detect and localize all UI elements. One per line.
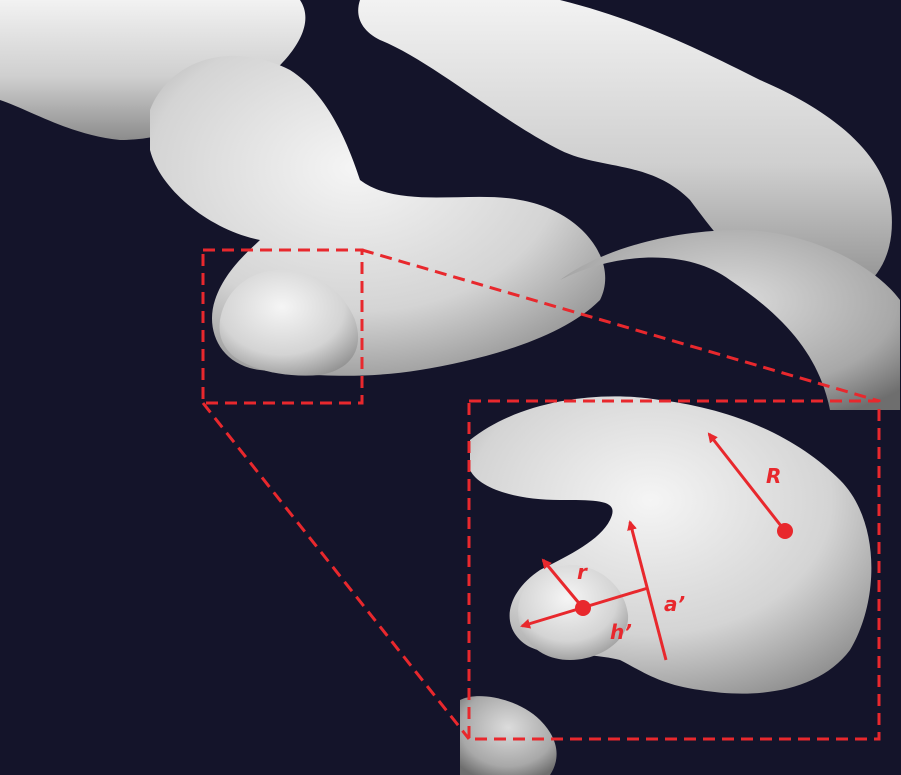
label-r: r <box>577 560 588 584</box>
radius-R-arrow <box>707 432 787 532</box>
zoom-connector-bottom <box>201 402 471 740</box>
neck-a-arrow <box>627 520 668 661</box>
top-loop <box>358 0 892 300</box>
selection-box <box>201 248 364 405</box>
label-a: a’ <box>664 592 685 616</box>
radius-r-arrow <box>541 558 585 609</box>
label-R: R <box>766 464 781 488</box>
selected-spine <box>219 270 359 376</box>
foreground-stalk <box>460 696 557 775</box>
zoom-connector-top <box>361 248 880 403</box>
label-h: h’ <box>610 620 632 644</box>
length-h-arrow <box>520 586 649 629</box>
small-spine-neck <box>518 565 629 660</box>
right-arm <box>560 230 900 410</box>
upper-shaft <box>0 0 306 140</box>
zoom-box <box>467 399 881 741</box>
